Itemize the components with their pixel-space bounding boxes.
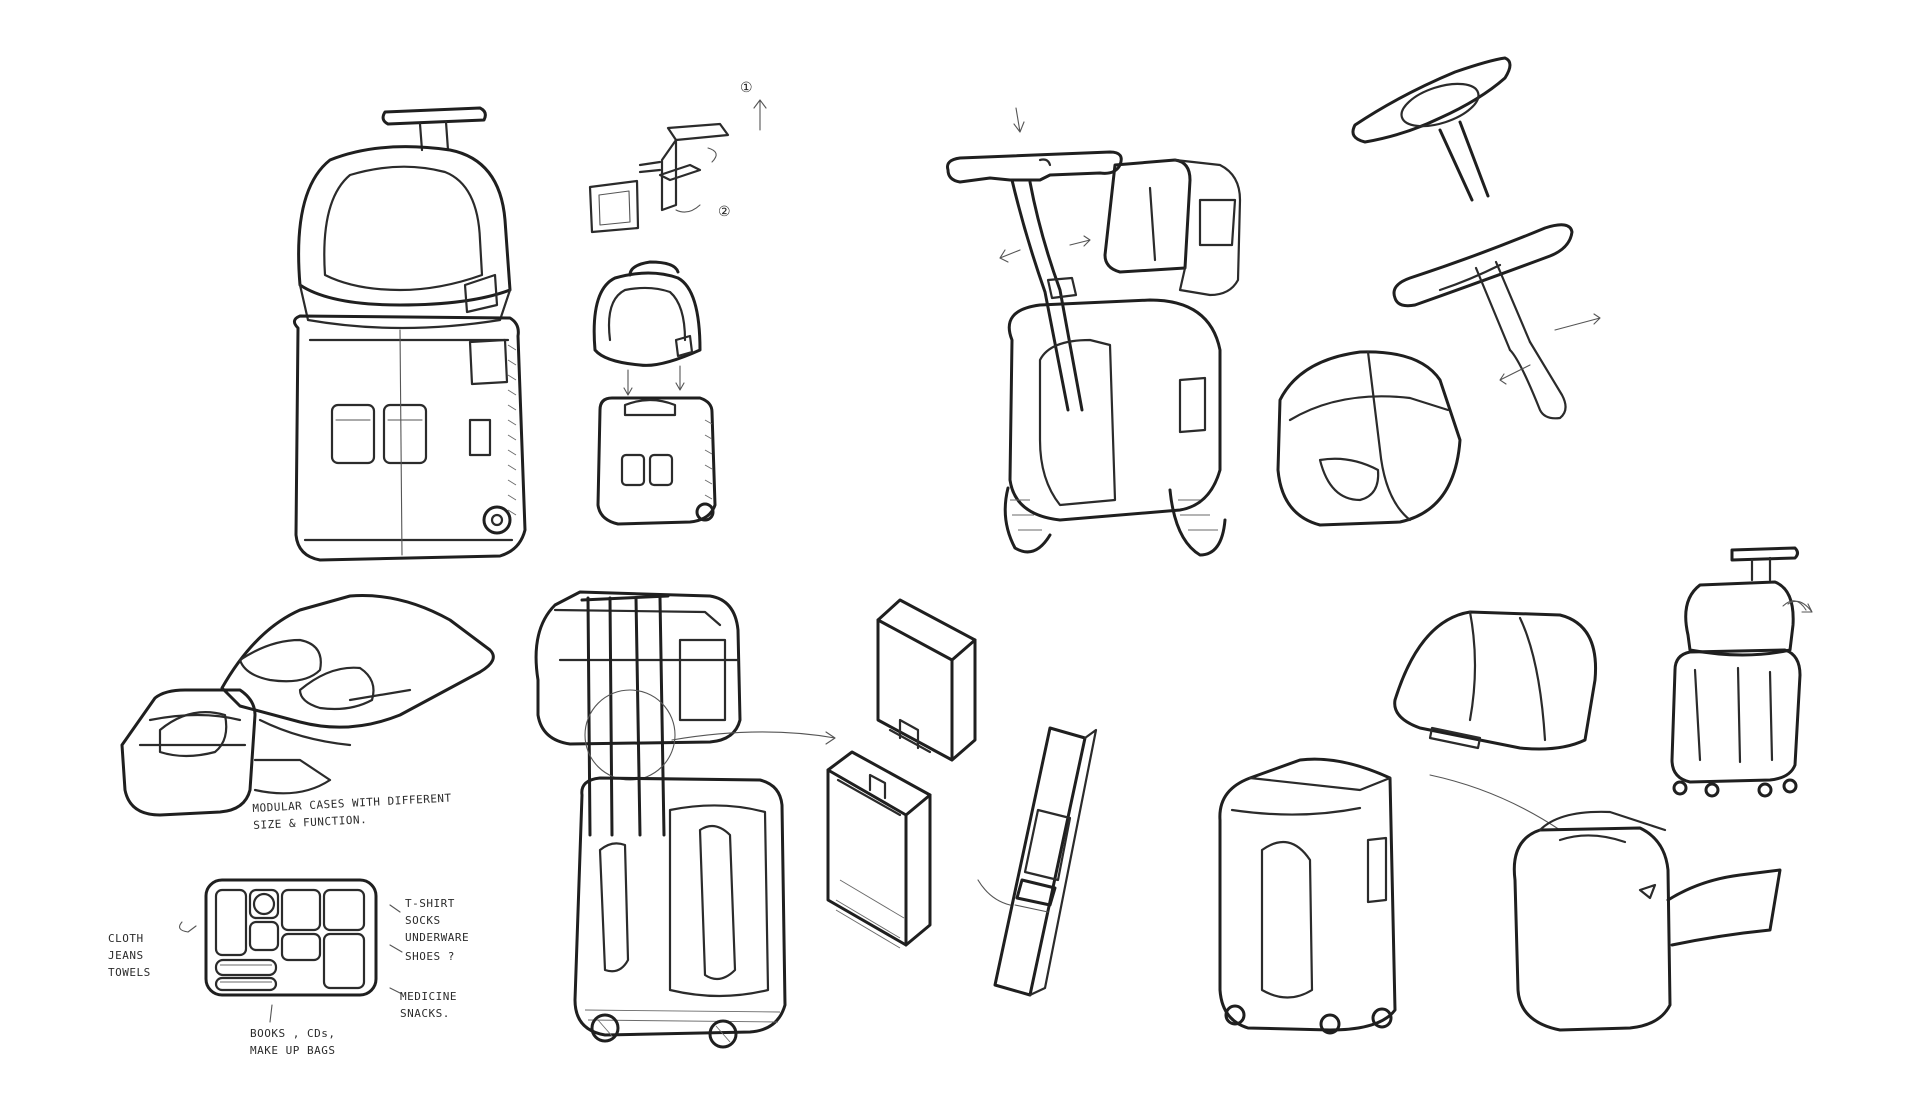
annotation-step-one: ① — [740, 80, 754, 96]
annotation-bottom-item: MAKE UP BAGS — [250, 1044, 336, 1057]
annotation-right-list-3: MEDICINE SNACKS. — [400, 988, 457, 1022]
annotation-right-item: SNACKS. — [400, 1007, 450, 1020]
annotation-step-two: ② — [718, 204, 732, 220]
annotation-right-list-2: SHOES ? — [405, 950, 455, 963]
sketch-bag-with-lid — [1512, 810, 1782, 1032]
annotation-bottom-list: BOOKS , CDs, MAKE UP BAGS — [250, 1025, 335, 1059]
annotation-right-item: UNDERWARE — [405, 931, 470, 944]
sketch-rail-joint — [977, 726, 1098, 997]
sketch-suitcase-with-backpack — [293, 106, 527, 562]
sketch-snap-joint — [826, 598, 977, 949]
sketch-lifting-arrow — [1782, 600, 1807, 611]
sketch-packing-layout — [179, 878, 403, 1023]
annotation-left-item: JEANS — [108, 949, 144, 962]
annotation-bottom-item: BOOKS , CDs, — [250, 1027, 336, 1040]
annotation-left-list: CLOTH JEANS TOWELS — [108, 930, 151, 981]
sketch-bag-module — [1276, 350, 1462, 527]
sketch-t-handles — [1351, 56, 1601, 420]
sketch-packing-cases — [120, 594, 495, 817]
annotation-right-item: SOCKS — [405, 914, 441, 927]
sketch-exploded-bracket — [588, 99, 767, 234]
annotation-left-item: CLOTH — [108, 932, 144, 945]
annotation-right-item: T-SHIRT — [405, 897, 455, 910]
sketch-small-suitcase — [1670, 546, 1813, 798]
sketch-rolling-suitcase — [534, 590, 836, 1049]
sketch-large-suitcase — [1218, 757, 1561, 1035]
sketch-backpack-split — [592, 260, 717, 526]
annotation-left-item: TOWELS — [108, 966, 151, 979]
sketch-scooter-suitcase — [946, 107, 1242, 557]
annotation-right-item: MEDICINE — [400, 990, 457, 1003]
annotation-right-list-1: T-SHIRT SOCKS UNDERWARE — [405, 895, 469, 946]
sketch-stacked-modules — [1393, 610, 1598, 751]
